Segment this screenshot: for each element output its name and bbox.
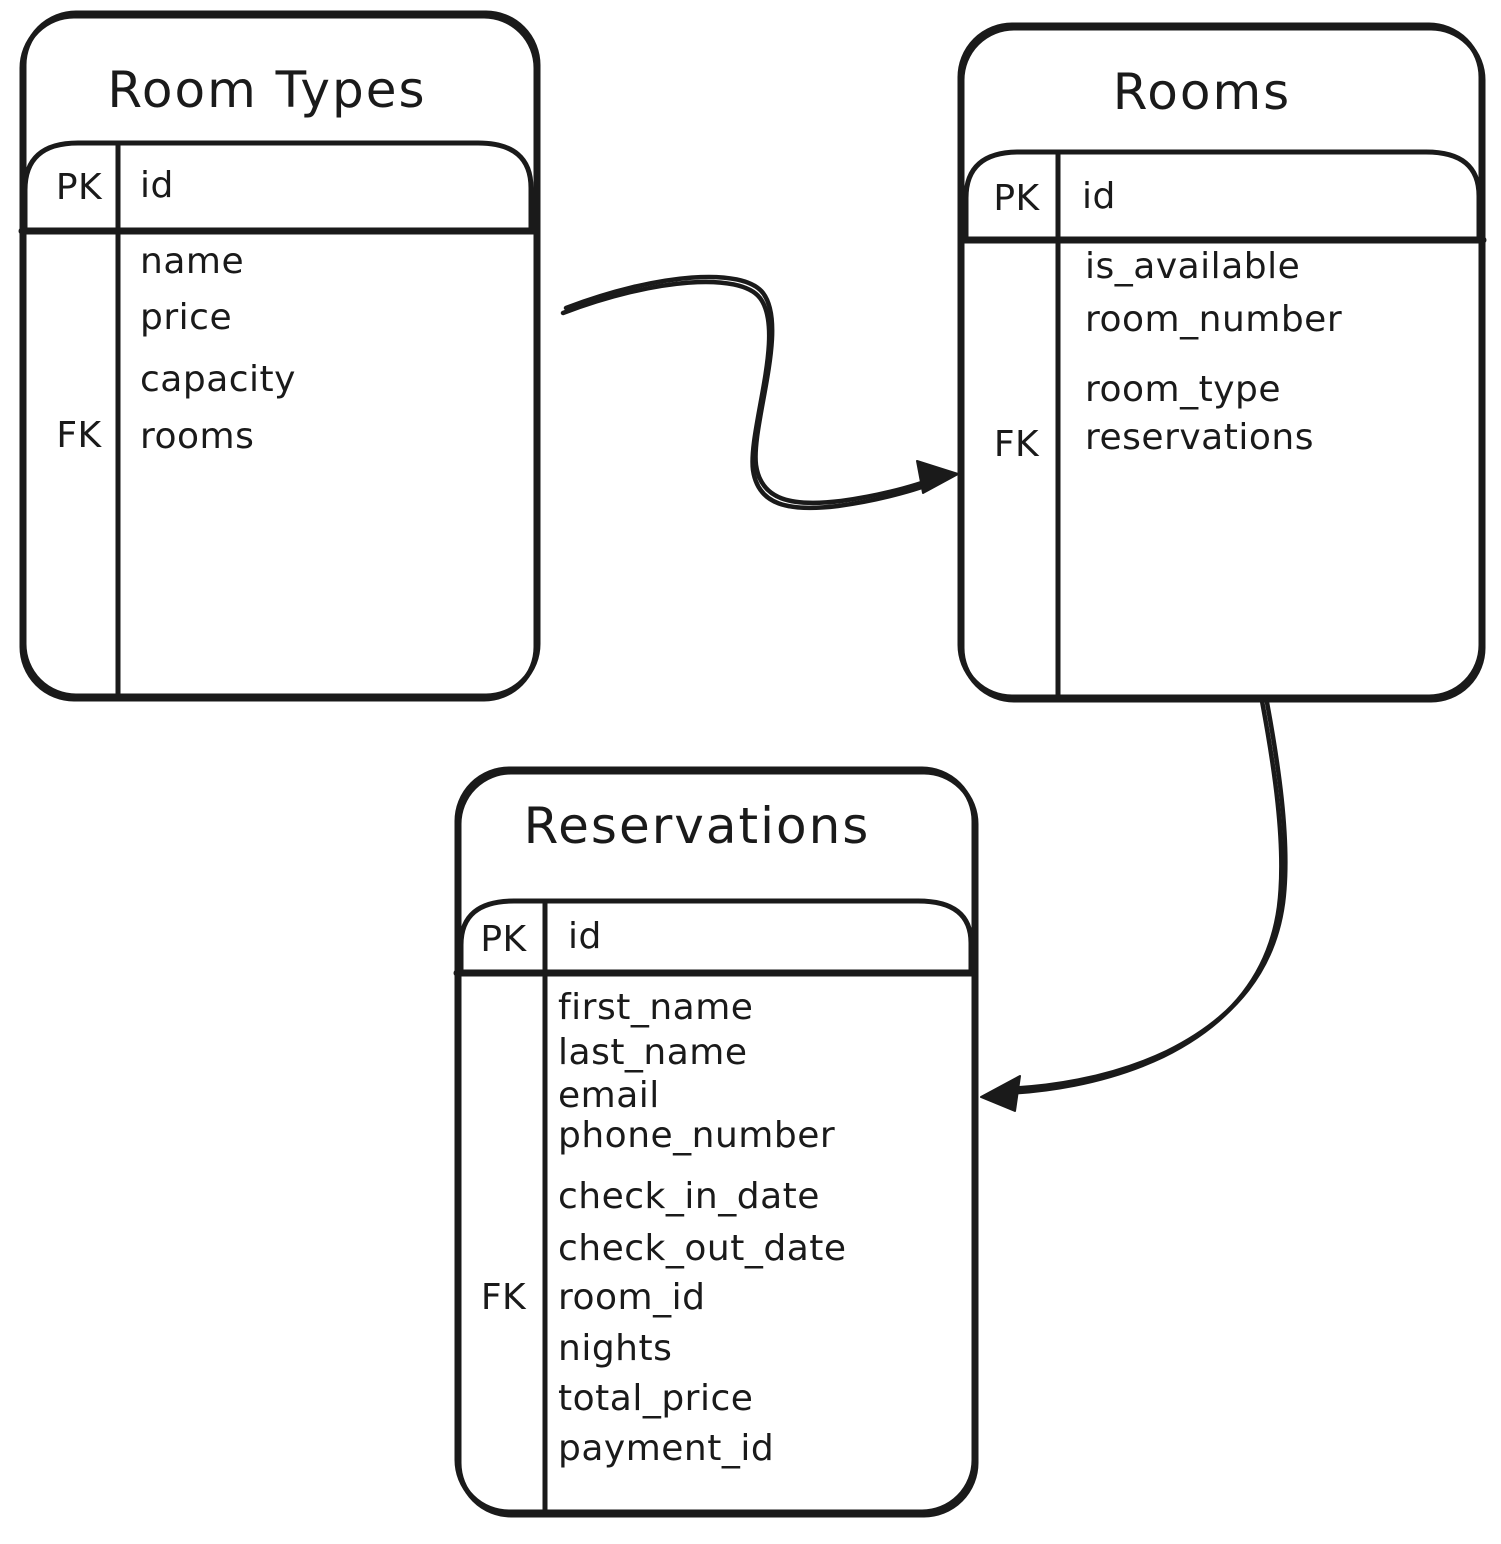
rooms-pk-field-id: id <box>1082 176 1116 217</box>
reservations-field-last-name: last_name <box>558 1032 748 1073</box>
rooms-field-room-type: room_type <box>1085 369 1282 410</box>
reservations-field-room-id: room_id <box>558 1277 706 1318</box>
rooms-field-reservations: reservations <box>1085 417 1314 458</box>
relation-room-types-to-rooms <box>560 277 959 511</box>
reservations-field-payment-id: payment_id <box>558 1428 775 1469</box>
room-types-field-price: price <box>140 297 233 338</box>
rooms-fk-label: FK <box>993 424 1040 465</box>
reservations-field-email: email <box>558 1075 660 1116</box>
reservations-field-total-price: total_price <box>558 1378 754 1419</box>
room-types-field-capacity: capacity <box>140 359 296 400</box>
reservations-box-outline <box>453 766 976 1515</box>
rooms-field-is-available: is_available <box>1085 246 1301 287</box>
reservations-table-title: Reservations <box>523 797 871 855</box>
reservations-field-check-in-date: check_in_date <box>558 1176 820 1217</box>
rooms-box-outline <box>960 25 1487 703</box>
reservations-field-nights: nights <box>558 1328 673 1369</box>
room-types-field-name: name <box>140 241 245 282</box>
room-types-pk-field-id: id <box>140 165 174 206</box>
room-types-box-outline <box>18 13 538 702</box>
reservations-fk-label: FK <box>480 1277 527 1318</box>
rooms-header-outline <box>963 149 1482 243</box>
reservations-pk-field-id: id <box>568 916 602 957</box>
room-types-pk-label: PK <box>55 167 103 208</box>
relation-arrowhead <box>980 1075 1021 1112</box>
rooms-table-title: Rooms <box>1112 63 1292 121</box>
room-types-header-outline <box>22 140 534 234</box>
reservations-field-phone-number: phone_number <box>558 1115 836 1156</box>
room-types-field-rooms: rooms <box>140 416 255 457</box>
rooms-field-room-number: room_number <box>1085 299 1343 340</box>
reservations-pk-label: PK <box>480 919 527 960</box>
reservations-header-outline <box>458 898 974 976</box>
relation-arrowhead <box>916 460 959 494</box>
relation-line <box>995 698 1284 1096</box>
reservations-field-check-out-date: check_out_date <box>558 1228 847 1269</box>
room-types-fk-label: FK <box>56 415 102 456</box>
reservations-field-first-name: first_name <box>558 987 754 1028</box>
room-types-table-title: Room Types <box>107 61 427 119</box>
relation-line <box>560 279 947 511</box>
relation-rooms-to-reservations <box>980 697 1285 1112</box>
rooms-pk-label: PK <box>993 178 1040 219</box>
